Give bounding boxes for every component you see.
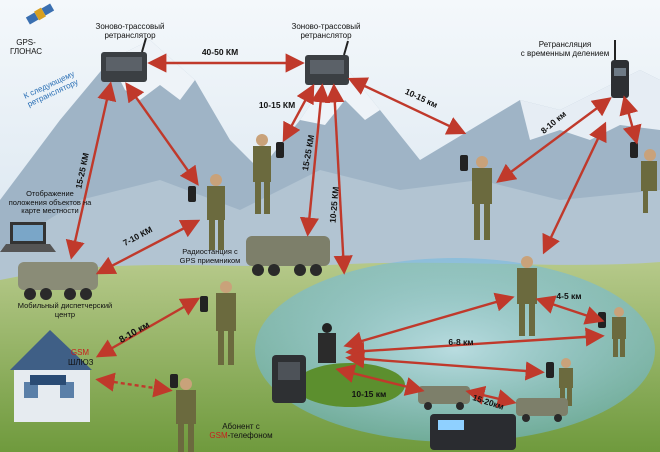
- laptop-map-icon: [0, 222, 56, 252]
- mobile-center-label: Мобильный диспетчерский центр: [17, 301, 113, 319]
- soldier-icon: [253, 134, 271, 214]
- map-display-label: Отображение положения объектов на карте …: [8, 189, 92, 216]
- link-relay2-zone: [325, 83, 353, 275]
- relay-station-1-icon: [101, 37, 147, 82]
- link-dispatch-soldier: [95, 219, 201, 275]
- relay-1-label: Зоново-трассовый ретранслятор: [95, 22, 165, 41]
- armored-vehicle-small-icon: [418, 386, 568, 422]
- backpack-radio-icon: [272, 355, 306, 403]
- soldier-icon: [318, 323, 336, 363]
- gsm-gateway-word-label: ШЛЮЗ: [68, 358, 94, 367]
- link-relay2-vehicle: [299, 83, 331, 237]
- soldier-icon: [641, 149, 657, 213]
- relay-2-label: Зоново-трассовый ретранслятор: [291, 22, 361, 41]
- link-relay2-right: [347, 77, 467, 135]
- distance-4-5: 4-5 км: [556, 291, 582, 301]
- link-relay1-soldier: [125, 82, 199, 186]
- soldier-icon: [517, 256, 537, 336]
- link-relay1-laptop: [65, 81, 117, 260]
- satellite-icon: [25, 3, 55, 25]
- subscriber-gsm: GSM: [209, 431, 228, 441]
- soldier-figures: [176, 134, 657, 452]
- gsm-gateway-house-icon: [10, 330, 92, 422]
- soldier-icon: [216, 281, 236, 365]
- distance-10-15-bottom: 10-15 км: [351, 389, 387, 399]
- gps-label: GPS- ГЛОНАС: [9, 38, 43, 57]
- base-station-radio-icon: [430, 414, 516, 450]
- armored-vehicle-icon: [246, 236, 330, 276]
- soldier-icon: [207, 174, 225, 250]
- tdma-radio-icon: [611, 40, 629, 98]
- gsm-gateway-gsm-label: GSM: [70, 348, 90, 357]
- link-tdma-zone: [542, 121, 607, 255]
- link-gsm-soldier: [95, 297, 201, 358]
- tdma-relay-label: Ретрансляция с временным делением: [520, 40, 610, 59]
- link-zone-2: [345, 327, 605, 361]
- subscriber-prefix: Абонент с: [222, 422, 260, 431]
- relay-station-2-icon: [305, 40, 349, 85]
- subscriber-suffix: -телефоном: [227, 431, 273, 441]
- soldier-icon: [472, 156, 492, 240]
- link-zone-4: [335, 364, 425, 396]
- link-tdma-soldier2: [619, 95, 642, 145]
- subscriber-label: Абонент с GSM-телефоном: [206, 422, 276, 440]
- soldier-icon: [612, 307, 626, 357]
- link-zone-3: [345, 349, 545, 381]
- gps-radio-label: Радиостанция с GPS приемником: [179, 247, 241, 265]
- bush: [295, 363, 405, 407]
- mobile-dispatch-vehicle-icon: [18, 262, 98, 300]
- link-arrows: [65, 53, 642, 409]
- distance-relays: 40-50 КМ: [201, 47, 239, 57]
- distance-6-8: 6-8 км: [448, 337, 474, 347]
- link-zone-5: [465, 385, 517, 409]
- distance-relay2-soldier: 10-15 КМ: [258, 100, 296, 110]
- link-gsm-subscriber: [95, 372, 173, 398]
- subscriber-soldier-icon: [176, 378, 196, 452]
- link-zone-6: [535, 295, 605, 325]
